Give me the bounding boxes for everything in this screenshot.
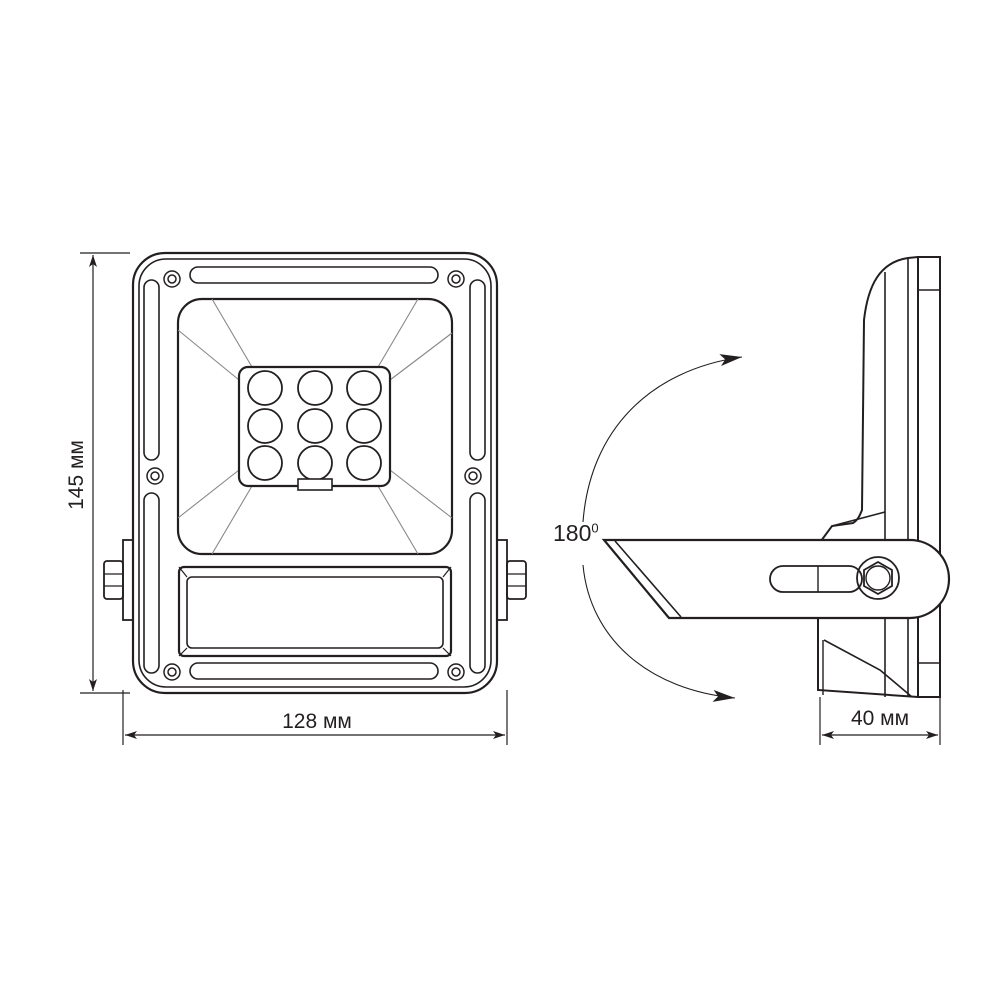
led [297,370,333,406]
board-tab [297,478,333,491]
depth-label: 40 мм [850,707,910,730]
adjust-slot [769,565,863,593]
housing-outer [131,251,499,695]
led [346,408,382,444]
bottom-slot [189,662,439,680]
lens-recess [176,297,454,556]
width-dimension [122,690,508,745]
led-array [247,370,382,481]
lower-window-outer [177,565,453,658]
degree-mark: 0 [591,520,599,536]
width-label: 128 мм [282,710,352,733]
left-nut [103,560,124,600]
right-upper-slot [469,279,486,461]
height-dimension [80,252,130,694]
rotation-label: 1800 [553,520,599,547]
height-label: 145 мм [65,440,88,510]
led [247,445,283,481]
rotation-arrow [582,354,743,702]
depth-dimension [819,697,941,745]
led [297,445,333,481]
left-bracket [122,539,134,621]
right-lower-slot [469,492,486,674]
screws [146,270,482,681]
rotation-value: 180 [553,520,592,546]
led [247,370,283,406]
left-upper-slot [143,279,160,461]
led [346,445,382,481]
right-nut [506,560,527,600]
top-slot [189,266,439,284]
side-view [601,256,951,698]
mounting-arm [601,538,951,620]
bolt-washer [856,556,900,600]
window-corner-lines [178,566,452,657]
reflector-lines [177,298,453,555]
led [247,408,283,444]
led [297,408,333,444]
housing-inner [138,258,492,688]
led [346,370,382,406]
lower-window-inner [186,576,444,649]
right-bracket [496,539,508,621]
led-board [237,365,392,488]
front-view [103,251,527,695]
left-lower-slot [143,492,160,674]
bolt-head [863,560,893,596]
